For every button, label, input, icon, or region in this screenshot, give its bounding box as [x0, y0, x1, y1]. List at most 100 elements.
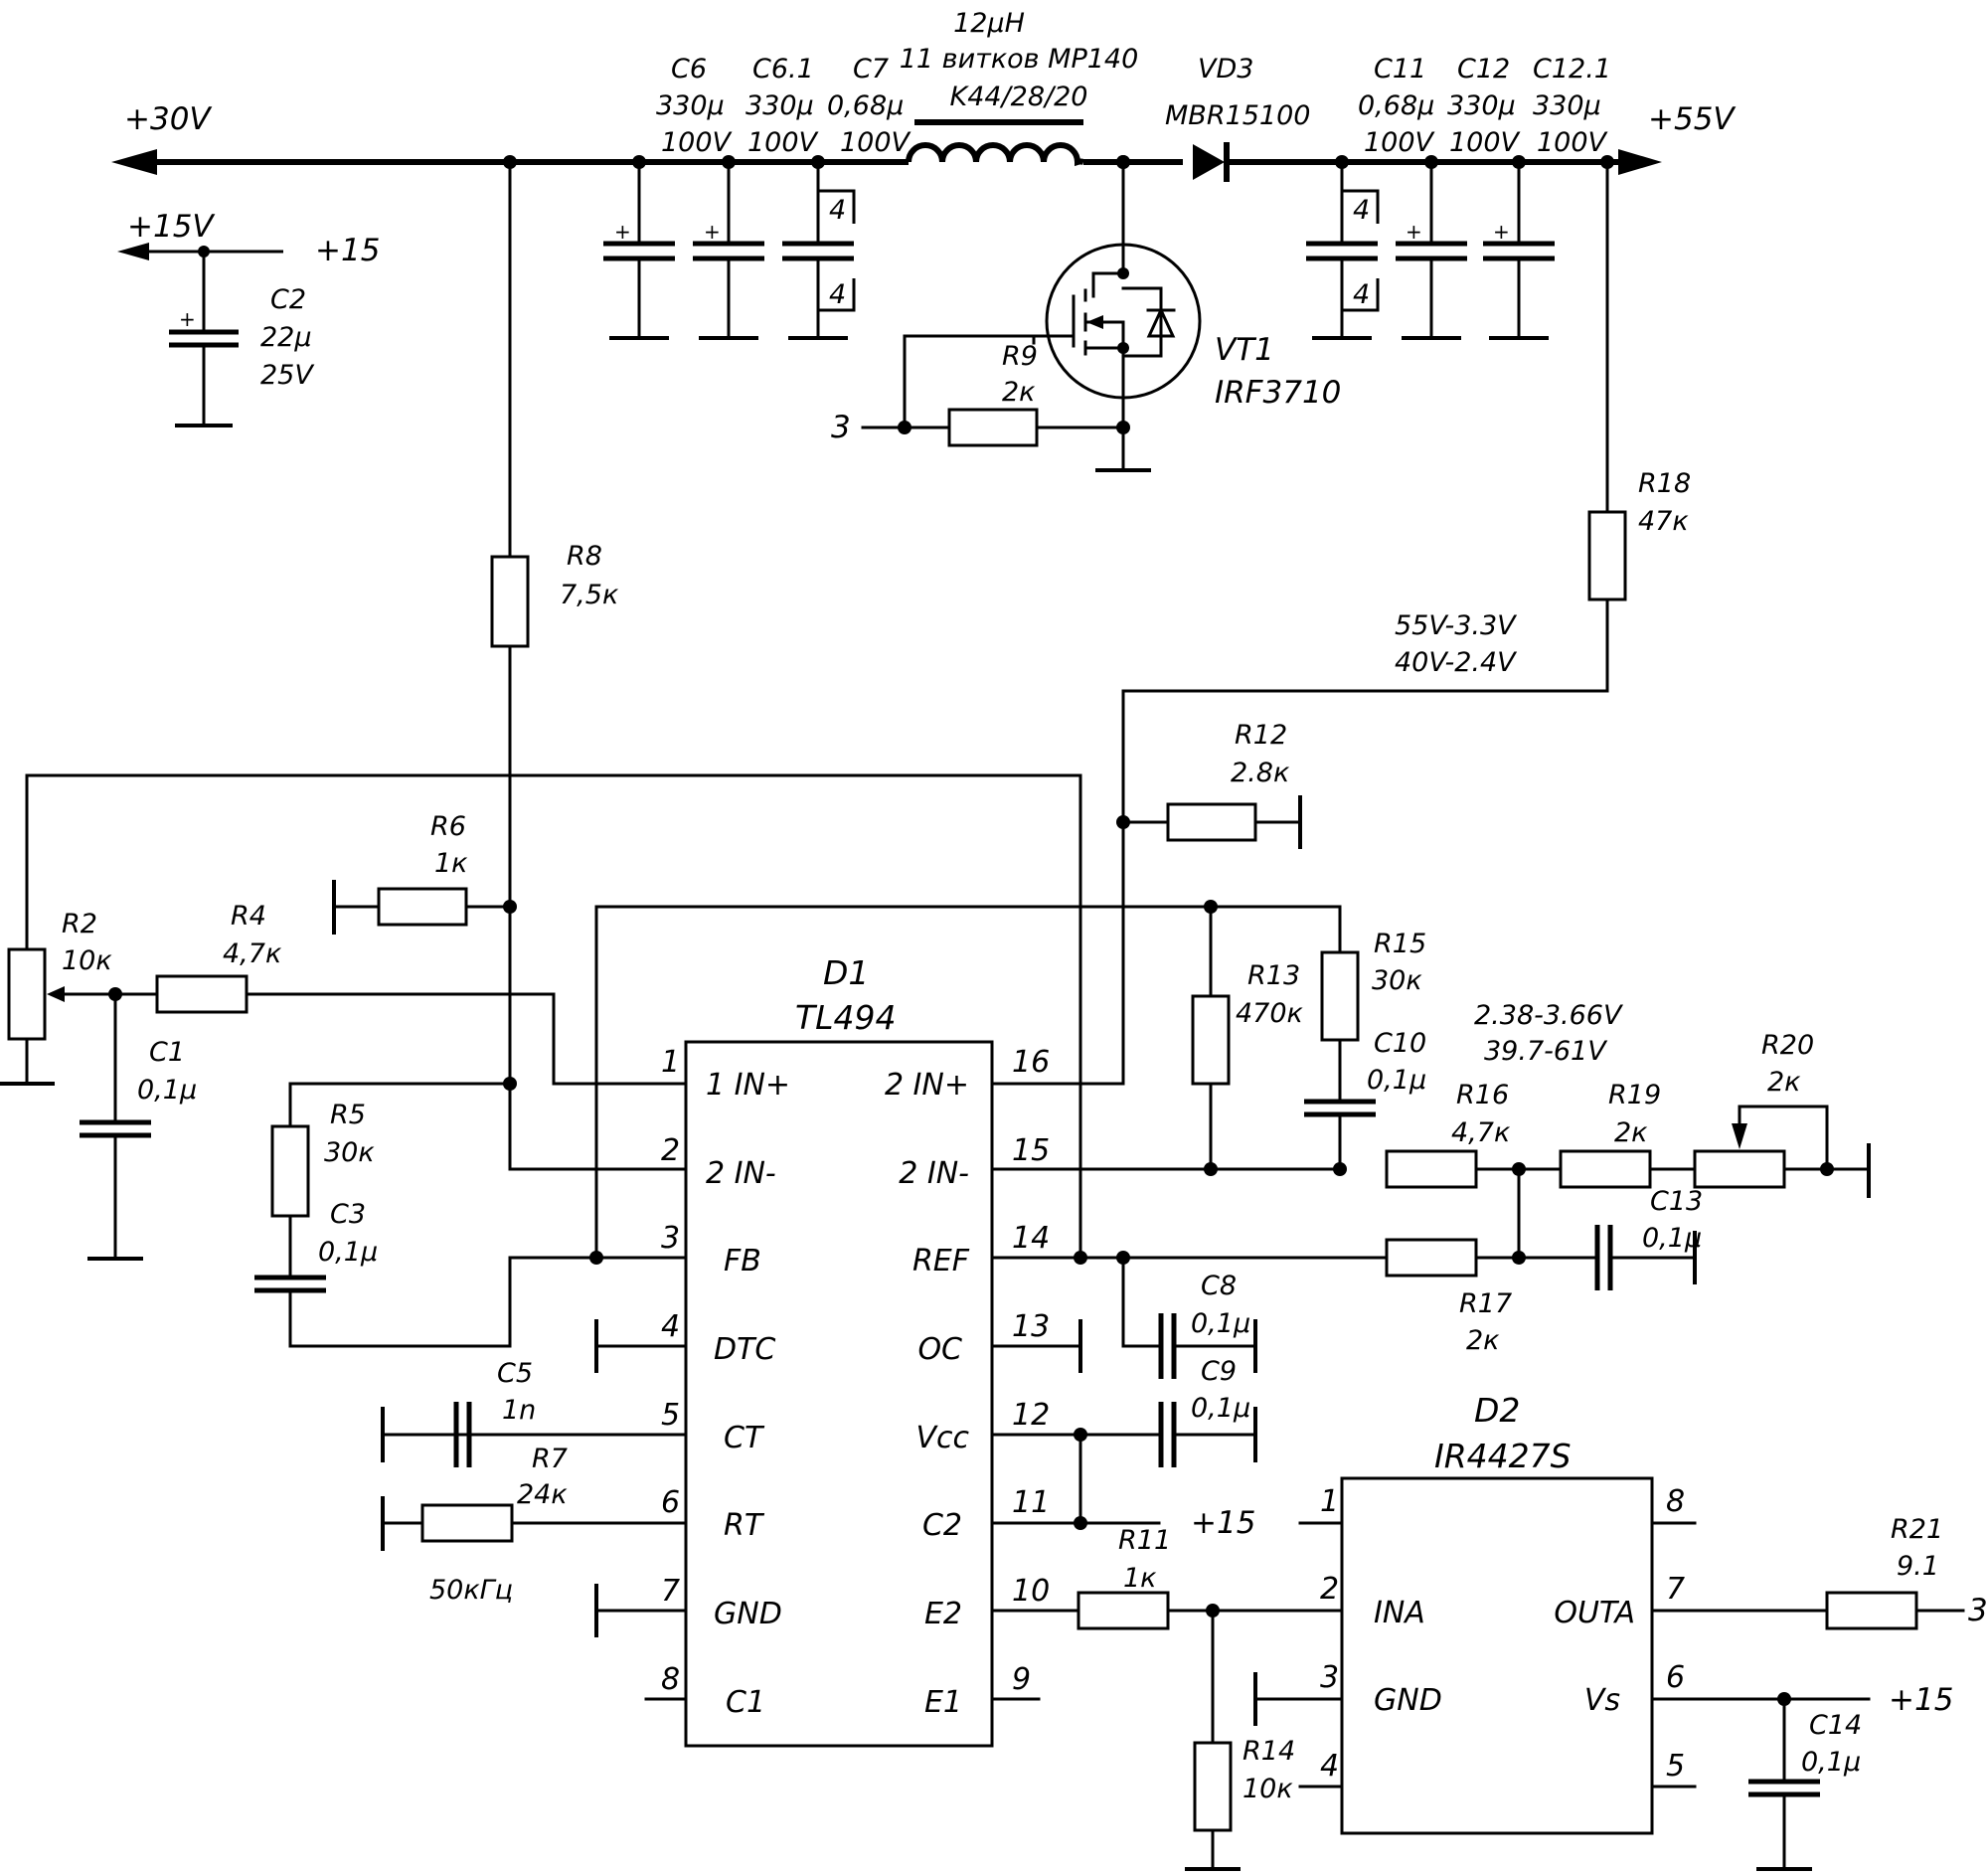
svg-text:REF: REF [912, 1244, 970, 1278]
r5-val: 30к [324, 1137, 375, 1168]
v30-arrow [111, 149, 157, 175]
svg-text:5: 5 [661, 1398, 680, 1433]
svg-text:2: 2 [661, 1133, 680, 1168]
note238-l1: 2.38-3.66V [1474, 1000, 1624, 1031]
note55-l2: 40V-2.4V [1395, 647, 1518, 678]
svg-text:INA: INA [1374, 1596, 1425, 1630]
r13-resistor [1191, 994, 1231, 1086]
r12-name: R12 [1235, 720, 1287, 751]
c12-volt: 100V [1449, 127, 1522, 158]
c121-capacitor: + C12.1 330μ 100V [1483, 54, 1611, 340]
r2-name: R2 [62, 909, 97, 939]
c10-val: 0,1μ [1367, 1065, 1426, 1096]
c3-val: 0,1μ [318, 1237, 378, 1268]
c13-val: 0,1μ [1642, 1223, 1702, 1254]
svg-text:DTC: DTC [714, 1332, 775, 1367]
vt1-part: IRF3710 [1215, 375, 1341, 411]
inductor-l3: K44/28/20 [950, 82, 1088, 112]
svg-text:4: 4 [829, 279, 846, 310]
r20-val: 2к [1767, 1067, 1801, 1098]
svg-text:2 IN-: 2 IN- [706, 1156, 776, 1191]
vt1-mosfet: VT1 IRF3710 [903, 155, 1341, 429]
c14-val: 0,1μ [1801, 1747, 1861, 1778]
c6-capacitor: + C6 330μ 100V [603, 54, 734, 340]
svg-text:11: 11 [1012, 1485, 1050, 1520]
r18-val: 47к [1638, 506, 1689, 537]
r18-name: R18 [1638, 468, 1691, 499]
svg-text:Vcc: Vcc [915, 1421, 969, 1455]
p15-mid: +15 [1191, 1505, 1255, 1541]
c11-capacitor: 4 4 C11 0,68μ 100V [1306, 54, 1436, 340]
svg-text:5: 5 [1666, 1749, 1685, 1784]
svg-text:8: 8 [1666, 1484, 1685, 1519]
c7-name: C7 [853, 54, 889, 85]
p15-bottom: +15 [1889, 1682, 1953, 1718]
r8-name: R8 [567, 541, 602, 572]
d1-part: TL494 [795, 998, 897, 1037]
r16-resistor [1385, 1149, 1478, 1189]
d1-pins-left: 1 2 3 4 5 6 7 8 1 IN+ 2 IN- FB DTC CT RT… [381, 1045, 790, 1720]
node3-left: 3 [831, 410, 851, 445]
r20-potentiometer [1693, 1149, 1786, 1189]
c8-val: 0,1μ [1191, 1308, 1250, 1339]
c61-volt: 100V [747, 127, 820, 158]
r11-resistor [1077, 1591, 1170, 1630]
c11-volt: 100V [1364, 127, 1436, 158]
r2-val: 10к [62, 945, 112, 976]
r9-val: 2к [1002, 377, 1036, 408]
svg-text:13: 13 [1012, 1309, 1050, 1344]
v55-label: +55V [1648, 101, 1737, 137]
r21-resistor [1825, 1591, 1918, 1630]
driver-section: R11 1к R14 10к D2 IR4427S 1 2 3 4 8 7 6 … [990, 1391, 1988, 1871]
c9-val: 0,1μ [1191, 1393, 1250, 1424]
c14-name: C14 [1809, 1710, 1862, 1741]
r15-resistor [1320, 950, 1360, 1042]
r18-resistor: R18 47к 55V-3.3V 40V-2.4V [1116, 160, 1691, 1086]
r19-resistor [1559, 1149, 1652, 1189]
r7-name: R7 [532, 1444, 568, 1474]
svg-text:6: 6 [1666, 1660, 1685, 1695]
svg-text:16: 16 [1012, 1045, 1050, 1080]
c11-name: C11 [1374, 54, 1426, 85]
svg-text:3: 3 [1320, 1660, 1339, 1695]
svg-text:OC: OC [917, 1332, 962, 1367]
r21-val: 9.1 [1897, 1551, 1939, 1582]
r13-val: 470к [1236, 998, 1304, 1029]
c6-name: C6 [671, 54, 707, 85]
c9-name: C9 [1201, 1356, 1237, 1387]
c10-name: C10 [1374, 1028, 1426, 1059]
r14-resistor [1193, 1741, 1233, 1832]
r12-resistor: R12 2.8к [1121, 720, 1302, 849]
c7-val: 0,68μ [827, 90, 904, 121]
r13-name: R13 [1247, 960, 1300, 991]
svg-text:E2: E2 [924, 1597, 962, 1631]
inductor [906, 142, 1084, 167]
r14-val: 10к [1242, 1774, 1293, 1804]
d2-name: D2 [1474, 1391, 1520, 1430]
r12-val: 2.8к [1231, 758, 1290, 788]
svg-text:9: 9 [1012, 1662, 1031, 1697]
svg-text:+: + [614, 220, 631, 244]
note238-l2: 39.7-61V [1484, 1036, 1608, 1067]
r17-resistor [1385, 1238, 1478, 1278]
c121-name: C12.1 [1533, 54, 1611, 85]
r16-val: 4,7к [1451, 1117, 1511, 1148]
r20-name: R20 [1761, 1030, 1814, 1061]
c2-capacitor: + +15V +15 C2 22μ 25V [117, 209, 380, 427]
svg-text:12: 12 [1012, 1398, 1050, 1433]
c2-val: 22μ [260, 322, 312, 353]
svg-text:15: 15 [1012, 1133, 1050, 1168]
freq-label: 50кГц [429, 1575, 513, 1606]
c1-val: 0,1μ [137, 1075, 197, 1106]
r7-val: 24к [517, 1479, 568, 1510]
c121-volt: 100V [1537, 127, 1609, 158]
node3-right: 3 [1968, 1593, 1988, 1628]
svg-text:Vs: Vs [1584, 1683, 1620, 1718]
note55-l1: 55V-3.3V [1395, 610, 1518, 641]
c12-val: 330μ [1447, 90, 1516, 121]
v55-arrow [1618, 149, 1662, 175]
c6-volt: 100V [661, 127, 734, 158]
r17-val: 2к [1466, 1325, 1500, 1356]
r14-name: R14 [1242, 1736, 1295, 1767]
